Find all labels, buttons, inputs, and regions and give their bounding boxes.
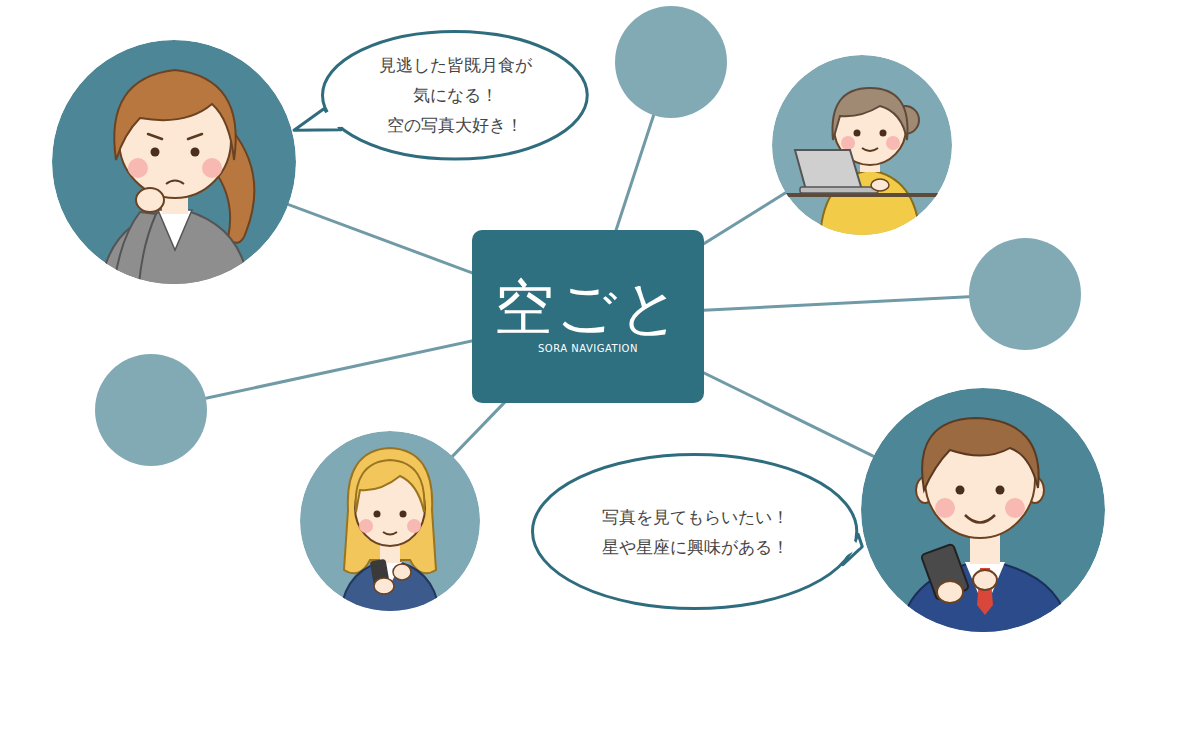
- tablet-man-figure: [861, 388, 1105, 632]
- node-content: 写真を見てもらいたい！ 星や星座に興味がある！: [531, 453, 858, 610]
- laptop-woman-figure: [800, 187, 878, 193]
- phone-woman-figure: [383, 532, 397, 535]
- bubble-seam: [839, 537, 861, 561]
- speech-bubble: 見逃した皆既月食が 気になる！ 空の写真大好き！: [321, 30, 589, 161]
- phone-woman-figure: [407, 519, 421, 533]
- laptop-woman-figure: [886, 136, 900, 150]
- phone-woman-figure: [344, 448, 436, 573]
- logo-text: 空ごと: [494, 277, 682, 337]
- tablet-man-figure: [996, 486, 1005, 495]
- tablet-man-figure: [965, 515, 995, 523]
- tablet-man-figure: [973, 570, 997, 590]
- bubble-body: [533, 455, 857, 609]
- tablet-man-figure: [935, 498, 955, 518]
- thinking-woman-figure: [128, 158, 148, 178]
- phone-woman-figure: [300, 431, 480, 620]
- tablet-man-figure: [937, 581, 963, 603]
- laptop-woman-figure: [871, 179, 889, 191]
- laptop-woman-figure: [832, 88, 907, 140]
- thinking-woman-figure: [191, 148, 200, 157]
- empty-circle: [615, 6, 727, 118]
- thinking-woman-figure: [166, 181, 184, 185]
- thinking-woman-figure: [158, 210, 192, 250]
- speech-text: 見逃した皆既月食が 気になる！ 空の写真大好き！: [379, 50, 532, 140]
- speech-text: 写真を見てもらいたい！ 星や星座に興味がある！: [602, 502, 789, 562]
- tablet-man-figure: [861, 388, 1105, 640]
- node-content: 見逃した皆既月食が 気になる！ 空の写真大好き！: [321, 30, 589, 161]
- thinking-woman-figure: [52, 40, 296, 284]
- laptop-woman-figure: [880, 130, 887, 137]
- node-content: 空ごと SORA NAVIGATION: [472, 230, 704, 403]
- speech-bubble-outline: [531, 453, 858, 610]
- bubble-body: [323, 31, 588, 159]
- phone-woman-figure: [400, 511, 407, 518]
- tablet-man-figure: [956, 486, 965, 495]
- thinking-woman-figure: [100, 208, 250, 300]
- phone-woman-figure: [340, 560, 440, 620]
- phone-woman-figure: [300, 431, 480, 611]
- logo-box: 空ごと SORA NAVIGATION: [472, 230, 704, 403]
- phone-woman-figure: [374, 511, 381, 518]
- thinking-woman-figure: [151, 148, 160, 157]
- empty-circle: [969, 238, 1081, 350]
- phone-woman-figure: [393, 564, 411, 580]
- thinking-woman-figure: [148, 134, 202, 139]
- logo-subtitle: SORA NAVIGATION: [538, 343, 638, 355]
- thinking-woman-figure: [52, 40, 296, 300]
- laptop-woman-figure: [841, 136, 855, 150]
- tablet-man-figure: [900, 560, 1070, 640]
- laptop-woman-figure: [770, 55, 952, 240]
- phone-woman-figure: [356, 460, 425, 512]
- thinking-woman-figure: [112, 212, 156, 300]
- phone-woman-figure: [374, 578, 394, 594]
- tablet-man-figure: [1005, 498, 1025, 518]
- thinking-woman-figure: [202, 158, 222, 178]
- tablet-man-figure: [922, 418, 1039, 490]
- laptop-woman-figure: [854, 130, 861, 137]
- laptop-woman-figure: [795, 150, 862, 190]
- empty-circle: [95, 354, 207, 466]
- thinking-woman-figure: [136, 188, 164, 212]
- bubble-seam: [301, 110, 344, 128]
- speech-bubble: 写真を見てもらいたい！ 星や星座に興味がある！: [531, 453, 858, 610]
- laptop-woman-figure: [862, 148, 878, 151]
- thinking-woman-figure: [114, 70, 235, 160]
- phone-woman-figure: [359, 519, 373, 533]
